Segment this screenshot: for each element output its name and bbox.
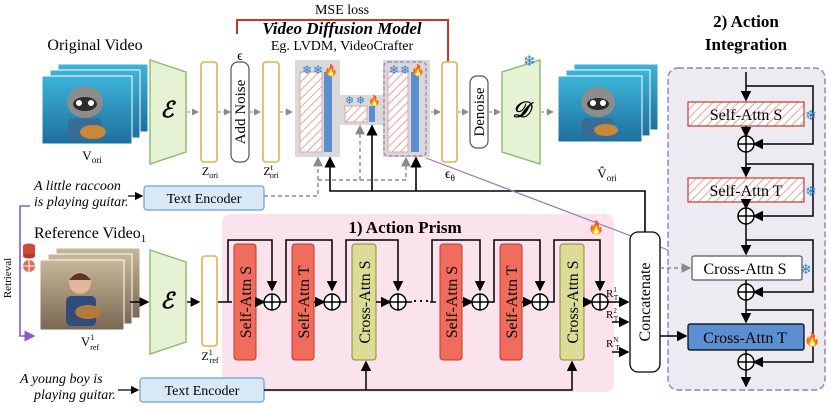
caption-raccoon-line1: A little raccoon: [33, 179, 121, 194]
text-encoder-top-label: Text Encoder: [167, 192, 242, 207]
denoise-box: [469, 75, 489, 149]
action-integration-title-2: Integration: [705, 35, 788, 54]
reference-video-frames: [39, 247, 141, 331]
v-hat-ori-label: V̂ori: [597, 166, 617, 183]
mse-loss-bracket: [236, 19, 449, 62]
encoder-bottom: [149, 249, 187, 355]
snowflake-icon: ❄: [800, 263, 812, 278]
snowflake-icon: ❄: [302, 63, 312, 77]
prism-self-attn-t-n-label: Self-Attn T: [504, 265, 521, 338]
integration-cross-attn-t-label: Cross-Attn T: [703, 330, 787, 347]
snowflake-icon: ❄: [313, 63, 323, 77]
vdm-examples: Eg. LVDM, VideoCrafter: [271, 39, 414, 54]
prism-self-attn-s-1-label: Self-Attn S: [238, 266, 255, 338]
integration-cross-attn-s-label: Cross-Attn S: [703, 261, 786, 278]
snowflake-icon: ❄: [523, 54, 536, 70]
snowflake-icon: ❄: [400, 63, 410, 77]
action-integration-title-1: 2) Action: [713, 12, 779, 31]
prism-group-1: Self-Attn S Self-Attn T Cross-Attn S: [227, 239, 407, 361]
z-ori-latent: [200, 61, 218, 163]
caption-boy-line2: playing guitar.: [33, 388, 116, 403]
snowflake-icon: ❄: [356, 95, 365, 107]
mse-loss-label: MSE loss: [315, 3, 369, 18]
epsilon-theta-latent: [441, 61, 458, 163]
prism-ellipsis: ⋯: [412, 291, 430, 311]
encoder-bottom-symbol: ℰ: [160, 288, 176, 313]
epsilon-theta-label: ϵθ: [445, 167, 455, 183]
z-ori-label: Zori: [202, 164, 219, 180]
add-noise-box: [230, 61, 250, 163]
integration-self-attn-s: [687, 101, 805, 127]
fire-icon: 🔥: [804, 332, 820, 347]
text-encoder-top: [143, 185, 265, 211]
encoder-top-symbol: ℰ: [160, 97, 176, 122]
snowflake-icon: ❄: [389, 63, 399, 77]
decoder: [501, 59, 541, 165]
fire-icon: 🔥: [588, 220, 604, 235]
integration-cross-attn-s: [691, 255, 803, 281]
prism-group-n: Self-Attn S Self-Attn T Cross-Attn S: [431, 239, 609, 361]
encoder-top: [149, 59, 187, 165]
add-noise-label: Add Noise: [233, 79, 249, 144]
fire-icon: 🔥: [368, 94, 380, 107]
output-video-frames: [557, 63, 659, 143]
v-ori-label: Vori: [82, 148, 102, 165]
prism-cross-attn-s-n-label: Cross-Attn S: [565, 260, 582, 343]
text-encoder-bottom-label: Text Encoder: [165, 384, 240, 399]
fire-icon: 🔥: [411, 64, 425, 77]
integration-stack: Self-Attn S ❄ Self-Attn T ❄ Cross-Attn S…: [660, 72, 820, 388]
video-diffusion-unet: [295, 60, 430, 157]
z-ref-latent: [201, 255, 218, 347]
prism-self-attn-t-1-label: Self-Attn T: [296, 265, 313, 338]
integration-self-attn-t-label: Self-Attn T: [709, 183, 782, 200]
prism-self-attn-s-n-label: Self-Attn S: [444, 266, 461, 338]
concatenate-box: [629, 231, 661, 373]
snowflake-icon: ❄: [345, 95, 354, 107]
database-icon: [23, 243, 35, 259]
globe-icon: [23, 260, 35, 272]
decoder-symbol: 𝒟: [512, 97, 534, 122]
action-prism-title: 1) Action Prism: [348, 218, 461, 237]
fire-icon: 🔥: [324, 64, 338, 77]
z-t-ori-latent: [262, 61, 280, 163]
caption-boy-line1: A young boy is: [19, 372, 103, 387]
retrieval-label: Retrieval: [2, 258, 14, 298]
prism-cross-attn-s-1-label: Cross-Attn S: [357, 260, 374, 343]
reference-video-label: Reference Video1: [34, 225, 146, 245]
original-video-frames: [41, 63, 149, 145]
snowflake-icon: ❄: [805, 185, 817, 200]
caption-raccoon-line2: is playing guitar.: [34, 195, 129, 210]
original-video-label: Original Video: [47, 37, 142, 54]
concatenate-label: Concatenate: [637, 262, 654, 341]
integration-self-attn-s-label: Self-Attn S: [710, 107, 782, 124]
denoise-label: Denoise: [472, 87, 488, 136]
snowflake-icon: ❄: [805, 109, 817, 124]
vdm-title: Video Diffusion Model: [262, 19, 422, 38]
epsilon-label: ϵ: [237, 49, 243, 64]
integration-self-attn-t: [687, 177, 805, 203]
